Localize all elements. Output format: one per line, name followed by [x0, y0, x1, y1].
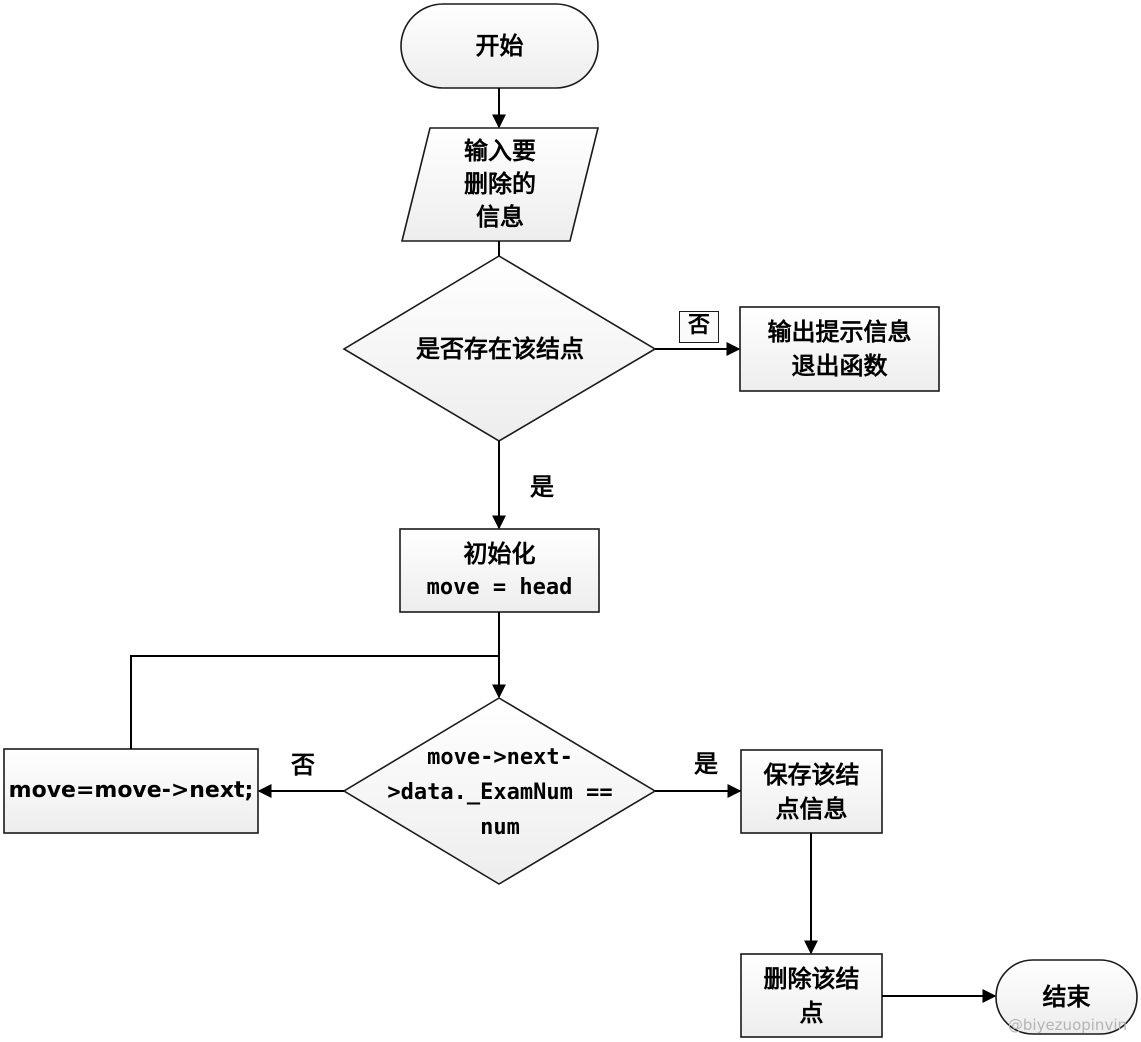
init-label: 初始化 move = head	[400, 529, 599, 612]
compare-no-edge-label: 否	[283, 748, 323, 782]
save-text-line1: 保存该结	[763, 760, 860, 789]
input-text-line3: 信息	[476, 203, 524, 231]
start-text: 开始	[475, 32, 524, 60]
compare-yes-edge-text: 是	[694, 750, 718, 778]
delete-label: 删除该结 点	[741, 954, 882, 1037]
not-found-label: 输出提示信息 退出函数	[740, 307, 939, 391]
compare-no-edge-text: 否	[291, 751, 315, 779]
advance-label: move=move->next;	[4, 749, 258, 833]
start-label: 开始	[401, 4, 598, 88]
save-text-line2: 点信息	[775, 794, 848, 823]
init-text-line2: move = head	[426, 574, 573, 600]
exists-check-text: 是否存在该结点	[416, 335, 584, 363]
exists-yes-edge-text: 是	[530, 473, 554, 501]
watermark: @biyezuopinvin	[1007, 1016, 1127, 1034]
save-label: 保存该结 点信息	[741, 750, 882, 833]
save-process-shape	[740, 749, 883, 834]
compare-text-line3: num	[480, 814, 520, 840]
delete-text-line1: 删除该结	[763, 964, 860, 993]
advance-text: move=move->next;	[8, 778, 254, 803]
not-found-text-line2: 退出函数	[791, 352, 888, 380]
not-found-text-line1: 输出提示信息	[767, 318, 912, 346]
not-found-process-shape	[739, 306, 940, 392]
input-text-line1: 输入要	[464, 137, 536, 165]
input-text-line2: 删除的	[464, 170, 536, 198]
exists-no-edge-label: 否	[679, 311, 719, 343]
compare-yes-edge-label: 是	[686, 747, 726, 781]
end-text: 结束	[1042, 983, 1091, 1011]
exists-yes-edge-label: 是	[522, 470, 562, 504]
end-label: 结束	[996, 960, 1137, 1034]
input-parallelogram-shape	[400, 127, 600, 242]
compare-text-line1: move->next-	[427, 744, 573, 770]
compare-label: move->next- >data._ExamNum == num	[350, 737, 650, 847]
loop-back-line	[130, 655, 499, 749]
delete-text-line2: 点	[799, 998, 824, 1027]
exists-check-label: 是否存在该结点	[370, 320, 630, 378]
compare-text-line2: >data._ExamNum ==	[387, 779, 613, 805]
init-text-line1: 初始化	[463, 539, 536, 568]
init-process-shape	[399, 528, 600, 613]
compare-decision-shape	[342, 697, 657, 885]
input-label: 输入要 删除的 信息	[420, 128, 580, 241]
